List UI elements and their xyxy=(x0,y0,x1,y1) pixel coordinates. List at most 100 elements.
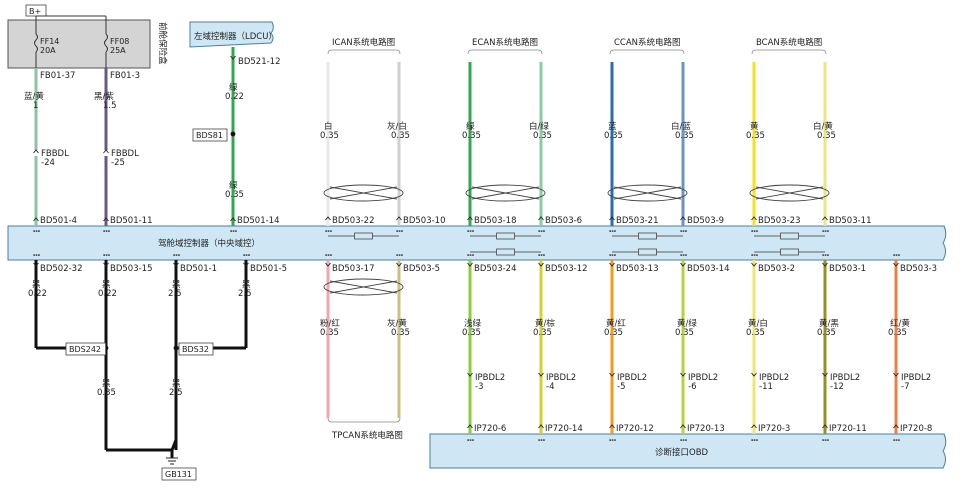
splice-bds81-label: BDS81 xyxy=(196,131,223,140)
wire-color-label: 绿 xyxy=(229,180,238,191)
wire-size-label: 0.35 xyxy=(391,131,410,141)
pin-microtext: ▪▪▪ xyxy=(609,438,617,442)
pin-label-top: BD503-6 xyxy=(545,216,582,226)
wire-color-label: 黄/红 xyxy=(606,318,626,329)
wire-size-label: 0.35 xyxy=(888,328,907,338)
pin-label-bottom: BD503-17 xyxy=(332,264,374,274)
pin-microtext: ▪▪▪ xyxy=(33,229,41,233)
pin-label-bottom: BD503-13 xyxy=(616,264,658,274)
connector-arrow xyxy=(822,372,828,377)
inline-connector-pin: -4 xyxy=(546,382,554,392)
wire-size-label: 0.35 xyxy=(462,328,481,338)
connector-arrow xyxy=(680,216,686,221)
pin-microtext: ▪▪▪ xyxy=(230,229,238,233)
connector-arrow xyxy=(467,216,473,221)
fuse-ff14: FF14 20A xyxy=(34,20,59,68)
wire-size-label: 0.35 xyxy=(675,328,694,338)
wire-size-label: 1.5 xyxy=(103,101,117,111)
connector-arrow xyxy=(103,217,109,222)
pin-label-bottom: BD501-1 xyxy=(180,264,217,274)
wire-size-label: 0.22 xyxy=(225,92,244,102)
pin-microtext: ▪▪▪ xyxy=(325,253,333,257)
pin-microtext: ▪▪▪ xyxy=(538,253,546,257)
pin-label-top: BD503-18 xyxy=(474,216,516,226)
pin-label-bottom: BD503-15 xyxy=(110,264,152,274)
obd-pin-label: IP720-8 xyxy=(900,424,932,434)
obd-title: 诊断接口OBD xyxy=(655,447,709,458)
twisted-pair-symbol xyxy=(323,184,404,202)
pin-microtext: ▪▪▪ xyxy=(396,253,404,257)
pin-label-bottom: BD503-1 xyxy=(829,264,866,274)
wire-size-label: 0.35 xyxy=(533,328,552,338)
wire-size-label: 1 xyxy=(33,101,38,111)
wire-color-label: 白/黄 xyxy=(813,121,833,132)
section-title-ecan: ECAN系统电路图 xyxy=(472,37,538,48)
twisted-pair-symbol xyxy=(465,184,546,202)
wire-color-label: 灰/白 xyxy=(387,121,407,132)
pin-label-bottom: BD503-3 xyxy=(900,264,937,274)
pin-microtext: ▪▪▪ xyxy=(609,253,617,257)
connector-arrow xyxy=(680,424,686,429)
obd-pin-label: IP720-3 xyxy=(758,424,790,434)
ground-point-label: GB131 xyxy=(165,470,192,479)
wire-color-label: 绿 xyxy=(229,82,238,93)
inline-connector-pin: -24 xyxy=(41,158,55,168)
pin-label-top: BD503-9 xyxy=(687,216,724,226)
wire-size-label: 2.5 xyxy=(238,289,252,299)
pin-label-fb: FB01-37 xyxy=(40,71,75,81)
connector-arrow xyxy=(751,424,757,429)
wire-size-label: 0.35 xyxy=(675,131,694,141)
pin-microtext: ▪▪▪ xyxy=(893,253,901,257)
obd-pin-label: IP720-12 xyxy=(616,424,654,434)
splice-bds32: BDS32 xyxy=(178,342,214,356)
obd-pin-label: IP720-13 xyxy=(687,424,725,434)
pin-microtext: ▪▪▪ xyxy=(467,229,475,233)
pin-label-top: BD503-21 xyxy=(616,216,658,226)
inline-connector-label: IPBDL2 xyxy=(759,373,789,383)
central-controller-title: 驾舱域控制器（中央域控） xyxy=(158,238,260,249)
pin-microtext: ▪▪▪ xyxy=(609,229,617,233)
wire-size-label: 0.22 xyxy=(98,289,117,299)
wire-color-label: 黑 xyxy=(102,379,111,389)
wire-size-label: 0.35 xyxy=(391,328,410,338)
connector-arrow xyxy=(103,262,109,267)
wire-size-label: 0.35 xyxy=(320,328,339,338)
connector-arrow xyxy=(822,424,828,429)
pin-label-top: BD503-22 xyxy=(332,216,374,226)
inline-connector-label: IPBDL2 xyxy=(546,373,576,383)
inline-connector-pin: -7 xyxy=(901,382,909,392)
splice-bds242-label: BDS242 xyxy=(69,345,101,354)
wire-size-label: 0.35 xyxy=(97,388,116,398)
pin-label-top: BD503-11 xyxy=(829,216,871,226)
wire-size-label: 0.35 xyxy=(462,131,481,141)
connector-arrow xyxy=(230,217,236,222)
connector-arrow xyxy=(538,424,544,429)
wire-color-label: 蓝/黄 xyxy=(24,91,44,102)
inline-connector-pin: -25 xyxy=(111,158,125,168)
central-controller-box xyxy=(7,225,947,261)
connector-arrow xyxy=(396,216,402,221)
pin-label-bottom: BD503-24 xyxy=(474,264,516,274)
pin-microtext: ▪▪▪ xyxy=(396,229,404,233)
connector-arrow xyxy=(751,372,757,377)
pin-microtext: ▪▪▪ xyxy=(822,438,830,442)
wire-color-label: 黑 xyxy=(172,379,181,389)
connector-arrow xyxy=(822,262,828,267)
connector-arrow xyxy=(893,424,899,429)
pin-microtext: ▪▪▪ xyxy=(103,253,111,257)
inline-connector-pin: -6 xyxy=(688,382,696,392)
wire-color-label: 黑 xyxy=(102,280,111,290)
pin-label-bottom: BD501-5 xyxy=(250,264,287,274)
pin-label-top: BD501-4 xyxy=(40,216,77,226)
connector-arrow xyxy=(680,372,686,377)
pin-microtext: ▪▪▪ xyxy=(680,229,688,233)
splice-dot xyxy=(230,131,236,137)
wire-size-label: 0.35 xyxy=(746,328,765,338)
obd-box xyxy=(429,433,947,469)
wire-size-label: 0.35 xyxy=(604,131,623,141)
pin-label-ldcu: BD521-12 xyxy=(238,57,280,67)
connector-arrow xyxy=(33,262,39,267)
pin-label-top: BD503-10 xyxy=(403,216,445,226)
ldcu-box xyxy=(189,21,274,48)
fuse-ff08: FF08 25A xyxy=(104,20,129,68)
